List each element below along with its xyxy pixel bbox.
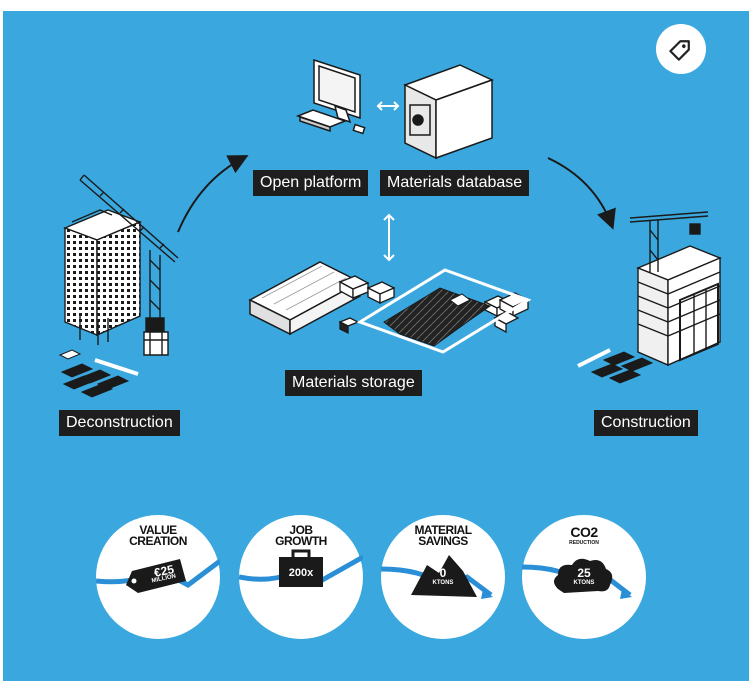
stat-title-line1: CO2 (570, 524, 598, 540)
stat-title-line2: CREATION (129, 534, 187, 548)
briefcase-icon (239, 549, 363, 587)
label-materials-database: Materials database (380, 170, 530, 196)
construction-crane-icon (629, 211, 709, 272)
stat-value-creation: VALUE CREATION €25 MILLION (96, 515, 220, 639)
warehouse-icon (248, 261, 362, 336)
stat-value: 0 (439, 566, 447, 580)
label-deconstruction: Deconstruction (59, 410, 180, 436)
flow-arrow-deconstruction-to-platform (177, 155, 249, 233)
stat-title-line2: SAVINGS (418, 534, 468, 548)
stat-title-line1: VALUE (139, 523, 177, 537)
server-icon (403, 64, 494, 160)
crane-icon (79, 174, 179, 356)
sorted-materials-right (577, 348, 654, 384)
stat-unit: KTONS (573, 580, 595, 586)
storage-yard (356, 268, 532, 354)
stat-title-line1: MATERIAL (414, 523, 472, 537)
cloud-icon (522, 558, 632, 599)
stat-title-line2: REDUCTION (569, 540, 599, 546)
stat-value: 200x (288, 567, 314, 579)
label-materials-storage: Materials storage (285, 370, 422, 396)
tag-button[interactable] (656, 24, 706, 74)
double-arrow-icon-vertical (383, 213, 395, 262)
double-arrow-icon (376, 101, 400, 111)
tag-icon (669, 40, 690, 61)
sorted-materials-left (58, 349, 139, 398)
stat-title-line1: JOB (289, 523, 313, 537)
stat-material-savings: MATERIAL SAVINGS 0 KTONS (381, 515, 505, 639)
stat-value: 25 (577, 566, 591, 580)
price-tag-icon (96, 559, 220, 593)
deconstruction-building-icon (63, 209, 142, 345)
label-construction: Construction (594, 410, 698, 436)
construction-building-icon (636, 245, 722, 367)
crate-icons (338, 275, 530, 335)
stat-unit: KTONS (432, 580, 454, 586)
stat-co2-reduction: CO2 REDUCTION 25 KTONS (522, 515, 646, 639)
label-open-platform: Open platform (253, 170, 369, 196)
computer-icon (295, 58, 366, 135)
flow-arrow-database-to-construction (547, 157, 616, 230)
stat-job-growth: JOB GROWTH 200x (239, 515, 363, 639)
stat-title-line2: GROWTH (275, 534, 327, 548)
material-pile-icon (381, 555, 493, 599)
